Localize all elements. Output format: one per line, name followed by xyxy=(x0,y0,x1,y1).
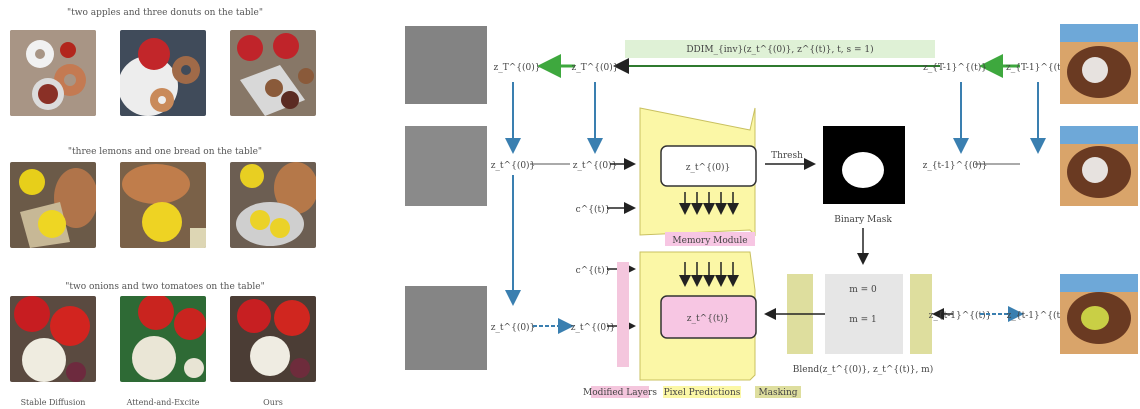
lemons-bread-image xyxy=(10,162,96,248)
noise-square-1 xyxy=(405,26,487,104)
olive-bar-right xyxy=(910,274,932,354)
row1-tile-sd xyxy=(10,30,96,116)
apples-donuts-image xyxy=(120,30,206,116)
noise-square-3 xyxy=(405,286,487,370)
blend-block xyxy=(825,274,903,354)
latent-bot-far-right: z_{t-1}^{(t)} xyxy=(1007,310,1070,321)
onions-tomatoes-image xyxy=(120,296,206,382)
row2-tile-ours xyxy=(230,162,316,248)
unet-top-caption-bg xyxy=(665,232,755,246)
row2-tile-ae xyxy=(120,162,206,248)
apples-donuts-image xyxy=(230,30,316,116)
result-image-3 xyxy=(1060,274,1138,354)
row2-caption: "three lemons and one bread on the table… xyxy=(67,147,263,157)
row2-tile-sd xyxy=(10,162,96,248)
row3-tile-ours xyxy=(230,296,316,382)
latent-top-right: z_{T-1}^{(t)} xyxy=(923,62,987,73)
onions-tomatoes-image xyxy=(230,296,316,382)
latent-top-mid: z_T^{(0)} xyxy=(572,62,619,73)
row3-tile-sd xyxy=(10,296,96,382)
cond-bot-1: c^{(t)} xyxy=(576,265,611,276)
ddim-label-bg xyxy=(625,40,935,58)
unet-top-arrows xyxy=(679,192,739,215)
result-image-2 xyxy=(1060,126,1138,206)
lemons-bread-image xyxy=(230,162,316,248)
lemons-bread-image xyxy=(120,162,206,248)
thresh-label: Thresh xyxy=(771,151,803,161)
row1-caption: "two apples and three donuts on the tabl… xyxy=(67,8,263,18)
onions-tomatoes-image xyxy=(10,296,96,382)
row3-caption: "two onions and two tomatoes on the tabl… xyxy=(65,282,265,292)
mask-caption: Binary Mask xyxy=(834,215,892,225)
noise-square-2 xyxy=(405,126,487,206)
latent-mid-right: z_{t-1}^{(0)} xyxy=(923,160,988,171)
legend-pixel-swatch xyxy=(663,386,741,398)
latent-bot-left: z_t^{(0)} xyxy=(491,322,536,333)
column-label-sd: Stable Diffusion xyxy=(20,398,86,407)
latent-mid-center: z_t^{(0)} xyxy=(573,160,618,171)
pink-bar xyxy=(617,262,629,367)
blend-caption: Blend(z_t^{(0)}, z_t^{(t)}, m) xyxy=(793,364,933,375)
pipeline-diagram: DDIM_{inv}(z_t^{(0)}, z^{(t)}, t, s = 1)… xyxy=(405,24,1138,398)
unet-top-inner xyxy=(660,145,757,187)
latent-bot-right: z_{t-1}^{(t)} xyxy=(929,310,992,321)
unet-bot-inner-label: z_t^{(t)} xyxy=(687,313,730,324)
unet-top-caption: Memory Module xyxy=(672,236,747,246)
blend-in: m = 0 xyxy=(849,285,877,295)
row1-tile-ours xyxy=(230,30,316,116)
unet-bot-inner xyxy=(660,295,757,339)
legend-pixel: Pixel Predictions xyxy=(664,388,741,398)
ddim-label: DDIM_{inv}(z_t^{(0)}, z^{(t)}, t, s = 1) xyxy=(686,44,873,55)
blend-out: m = 1 xyxy=(849,315,877,325)
apples-donuts-image xyxy=(10,30,96,116)
mask-blob xyxy=(842,152,884,188)
legend-modified-swatch xyxy=(591,386,649,398)
latent-top-far-right: z_{T-1}^{(t)} xyxy=(1006,62,1070,73)
cond-top: c^{(t)} xyxy=(576,204,611,215)
legend-modified: Modified Layers xyxy=(583,388,657,398)
unet-bot-arrows xyxy=(679,262,739,287)
row3-tile-ae xyxy=(120,296,206,382)
latent-top-left: z_T^{(0)} xyxy=(494,62,541,73)
latent-mid-left: z_t^{(0)} xyxy=(491,160,536,171)
legend-masking-swatch xyxy=(755,386,801,398)
row1-tile-ae xyxy=(120,30,206,116)
legend-masking: Masking xyxy=(758,388,797,398)
latent-bot-mid: z_t^{(0)} xyxy=(571,322,616,333)
column-label-ae: Attend-and-Excite xyxy=(126,398,200,407)
column-label-ours: Ours xyxy=(263,398,283,407)
result-image-1 xyxy=(1060,24,1138,104)
unet-top-inner-label: z_t^{(0)} xyxy=(686,162,731,173)
